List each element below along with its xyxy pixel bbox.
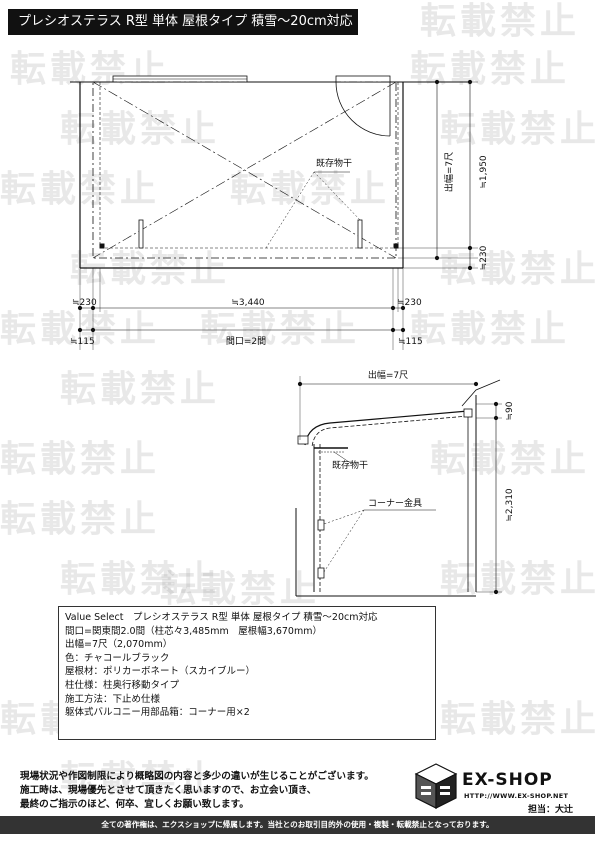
brand-name: EX-SHOP bbox=[462, 770, 553, 790]
side-existing-dryer-label: 既存物干 bbox=[332, 459, 368, 471]
spec-parts-line: 躯体式バルコニー用部品箱：コーナー用×2 bbox=[65, 707, 250, 719]
spec-roof-material-line: 屋根材：ポリカーボネート（スカイブルー） bbox=[65, 666, 256, 678]
side-projection-dimension: 出幅=7尺 bbox=[368, 369, 408, 381]
plan-frontage-dimension: 間口=2間 bbox=[226, 336, 266, 347]
note-line: 最終のご指示のほど、何卒、宜しくお願い致します。 bbox=[20, 799, 249, 810]
spec-product-line: Value Select プレシオステラス R型 単体 屋根タイプ 積雪～20c… bbox=[65, 612, 378, 623]
note-line: 現場状況や作図制限により概略図の内容と多少の違いが生じることがございます。 bbox=[20, 771, 374, 782]
copyright-footer: 全ての著作権は、エクスショップに帰属します。当社とのお取引目的外の使用・複製・転… bbox=[0, 816, 595, 834]
note-line: 施工時は、現場優先とさせて頂きたく思いますので、お立会い頂き、 bbox=[20, 785, 317, 796]
side-view bbox=[295, 376, 502, 597]
plan-center-dimension: ≒3,440 bbox=[231, 298, 265, 308]
plan-left-115-dimension: ≒115 bbox=[70, 337, 95, 347]
plan-projection-dimension: 出幅=7尺 bbox=[443, 152, 455, 192]
page-title: プレシオステラス R型 単体 屋根タイプ 積雪～20cm対応 bbox=[8, 9, 358, 35]
plan-right-230-dimension: ≒230 bbox=[397, 298, 422, 308]
plan-right-115-dimension: ≒115 bbox=[398, 337, 423, 347]
side-height-dimension: ≒2,310 bbox=[505, 488, 515, 522]
spec-frontage-line: 間口=関東間2.0間（柱芯々3,485mm 屋根幅3,670mm） bbox=[65, 625, 322, 637]
plan-existing-dryer-label: 既存物干 bbox=[316, 157, 352, 169]
spec-color-line: 色：チャコールブラック bbox=[65, 652, 170, 664]
plan-view bbox=[70, 75, 478, 350]
plan-left-230-dimension: ≒230 bbox=[72, 298, 97, 308]
side-corner-bracket-label: コーナー金具 bbox=[368, 497, 422, 509]
side-top-dimension: ≒90 bbox=[505, 401, 515, 420]
spec-box: Value Select プレシオステラス R型 単体 屋根タイプ 積雪～20c… bbox=[58, 606, 436, 740]
staff-label: 担当：大辻 bbox=[528, 805, 574, 815]
plan-depth-dimension: ≒1,950 bbox=[479, 155, 489, 189]
notes: 現場状況や作図制限により概略図の内容と多少の違いが生じることがございます。 施工… bbox=[20, 770, 410, 812]
spec-projection-line: 出幅=7尺（2,070mm） bbox=[65, 639, 173, 651]
ex-shop-logo-icon bbox=[414, 763, 458, 809]
spec-method-line: 施工方法：下止め仕様 bbox=[65, 693, 161, 705]
spec-post-line: 柱仕様：柱奥行移動タイプ bbox=[65, 679, 180, 691]
plan-depth-small-dimension: ≒230 bbox=[479, 245, 489, 270]
brand-url: HTTP://WWW.EX-SHOP.NET bbox=[464, 792, 569, 800]
